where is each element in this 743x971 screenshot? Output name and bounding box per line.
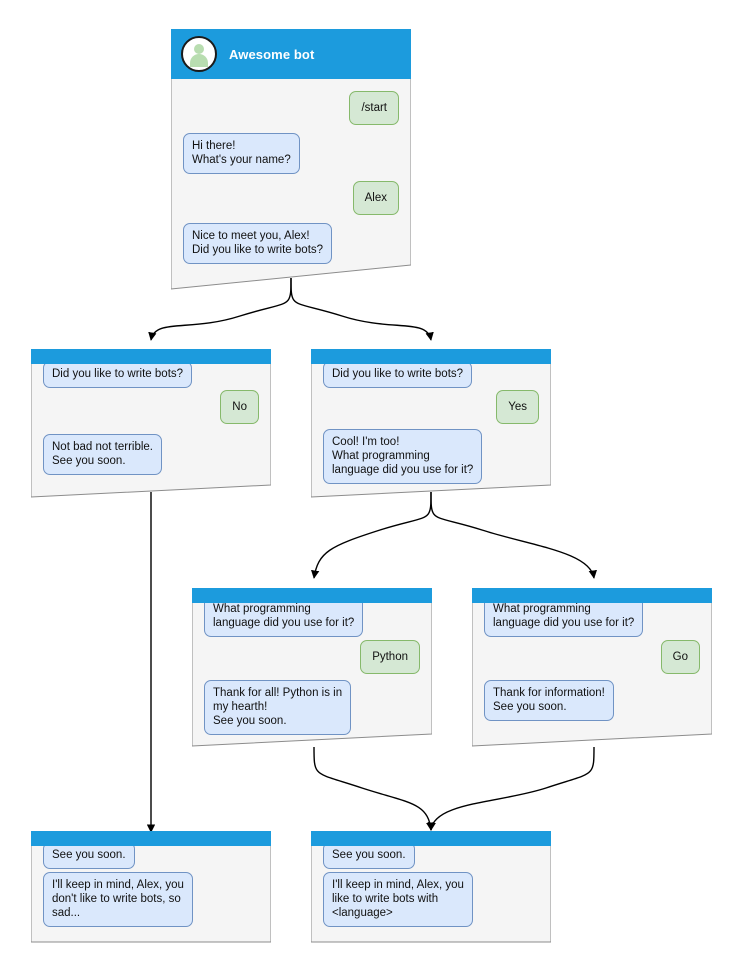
message-row: No [43, 390, 259, 424]
bot-message-bubble[interactable]: Cool! I'm too! What programming language… [323, 429, 483, 484]
message-row: Cool! I'm too! What programming language… [323, 429, 539, 484]
message-row: Not bad not terrible. See you soon. [43, 434, 259, 475]
bot-message-bubble[interactable]: I'll keep in mind, Alex, you don't like … [43, 872, 193, 927]
message-row: Nice to meet you, Alex! Did you like to … [183, 223, 399, 264]
node-header-bar [192, 588, 432, 603]
node-header-bar [31, 349, 271, 364]
message-row: Alex [183, 181, 399, 215]
node-end-sad[interactable]: See you soon. I'll keep in mind, Alex, y… [31, 831, 271, 943]
node-no-branch[interactable]: Did you like to write bots? No Not bad n… [31, 349, 271, 499]
message-row: Did you like to write bots? [323, 361, 539, 388]
user-message-bubble[interactable]: Python [360, 640, 420, 674]
message-row: I'll keep in mind, Alex, you like to wri… [323, 872, 539, 927]
bot-message-bubble[interactable]: See you soon. [323, 842, 415, 869]
user-message-bubble[interactable]: /start [349, 91, 399, 125]
edge-go-to-end-happy [427, 746, 595, 831]
message-row: Did you like to write bots? [43, 361, 259, 388]
bot-message-bubble[interactable]: Thank for information! See you soon. [484, 680, 614, 721]
bot-message-bubble[interactable]: Hi there! What's your name? [183, 133, 300, 174]
message-row: See you soon. [43, 842, 259, 869]
user-message-bubble[interactable]: Alex [352, 181, 399, 215]
message-row: See you soon. [323, 842, 539, 869]
message-row: Python [204, 640, 420, 674]
bot-message-bubble[interactable]: Not bad not terrible. See you soon. [43, 434, 163, 475]
message-row: /start [183, 91, 399, 125]
bot-message-bubble[interactable]: I'll keep in mind, Alex, you like to wri… [323, 872, 473, 927]
edge-yes-to-python [311, 491, 432, 579]
node-header-bar [311, 349, 551, 364]
bot-title: Awesome bot [229, 46, 315, 62]
node-end-happy[interactable]: See you soon. I'll keep in mind, Alex, y… [311, 831, 551, 943]
node-header-bar [31, 831, 271, 846]
user-message-bubble[interactable]: Yes [496, 390, 539, 424]
bot-message-bubble[interactable]: Did you like to write bots? [323, 361, 473, 388]
node-header-bar [472, 588, 712, 603]
user-avatar-icon [181, 36, 217, 72]
edge-yes-to-go [430, 491, 597, 579]
bot-message-bubble[interactable]: Did you like to write bots? [43, 361, 193, 388]
node-header-bar [311, 831, 551, 846]
message-row: Yes [323, 390, 539, 424]
node-root[interactable]: Awesome bot /start Hi there! What's your… [171, 29, 411, 291]
node-root-header: Awesome bot [171, 29, 411, 79]
message-row: Thank for information! See you soon. [484, 680, 700, 721]
message-row: I'll keep in mind, Alex, you don't like … [43, 872, 259, 927]
message-row: Go [484, 640, 700, 674]
edge-python-to-end-happy [313, 746, 435, 831]
node-go-branch[interactable]: What programming language did you use fo… [472, 588, 712, 748]
node-yes-branch[interactable]: Did you like to write bots? Yes Cool! I'… [311, 349, 551, 499]
message-row: Hi there! What's your name? [183, 133, 399, 174]
user-message-bubble[interactable]: No [220, 390, 259, 424]
bot-message-bubble[interactable]: See you soon. [43, 842, 135, 869]
bot-message-bubble[interactable]: Thank for all! Python is in my hearth! S… [204, 680, 352, 735]
bot-message-bubble[interactable]: Nice to meet you, Alex! Did you like to … [183, 223, 333, 264]
node-python-branch[interactable]: What programming language did you use fo… [192, 588, 432, 748]
user-message-bubble[interactable]: Go [660, 640, 700, 674]
message-row: Thank for all! Python is in my hearth! S… [204, 680, 420, 735]
